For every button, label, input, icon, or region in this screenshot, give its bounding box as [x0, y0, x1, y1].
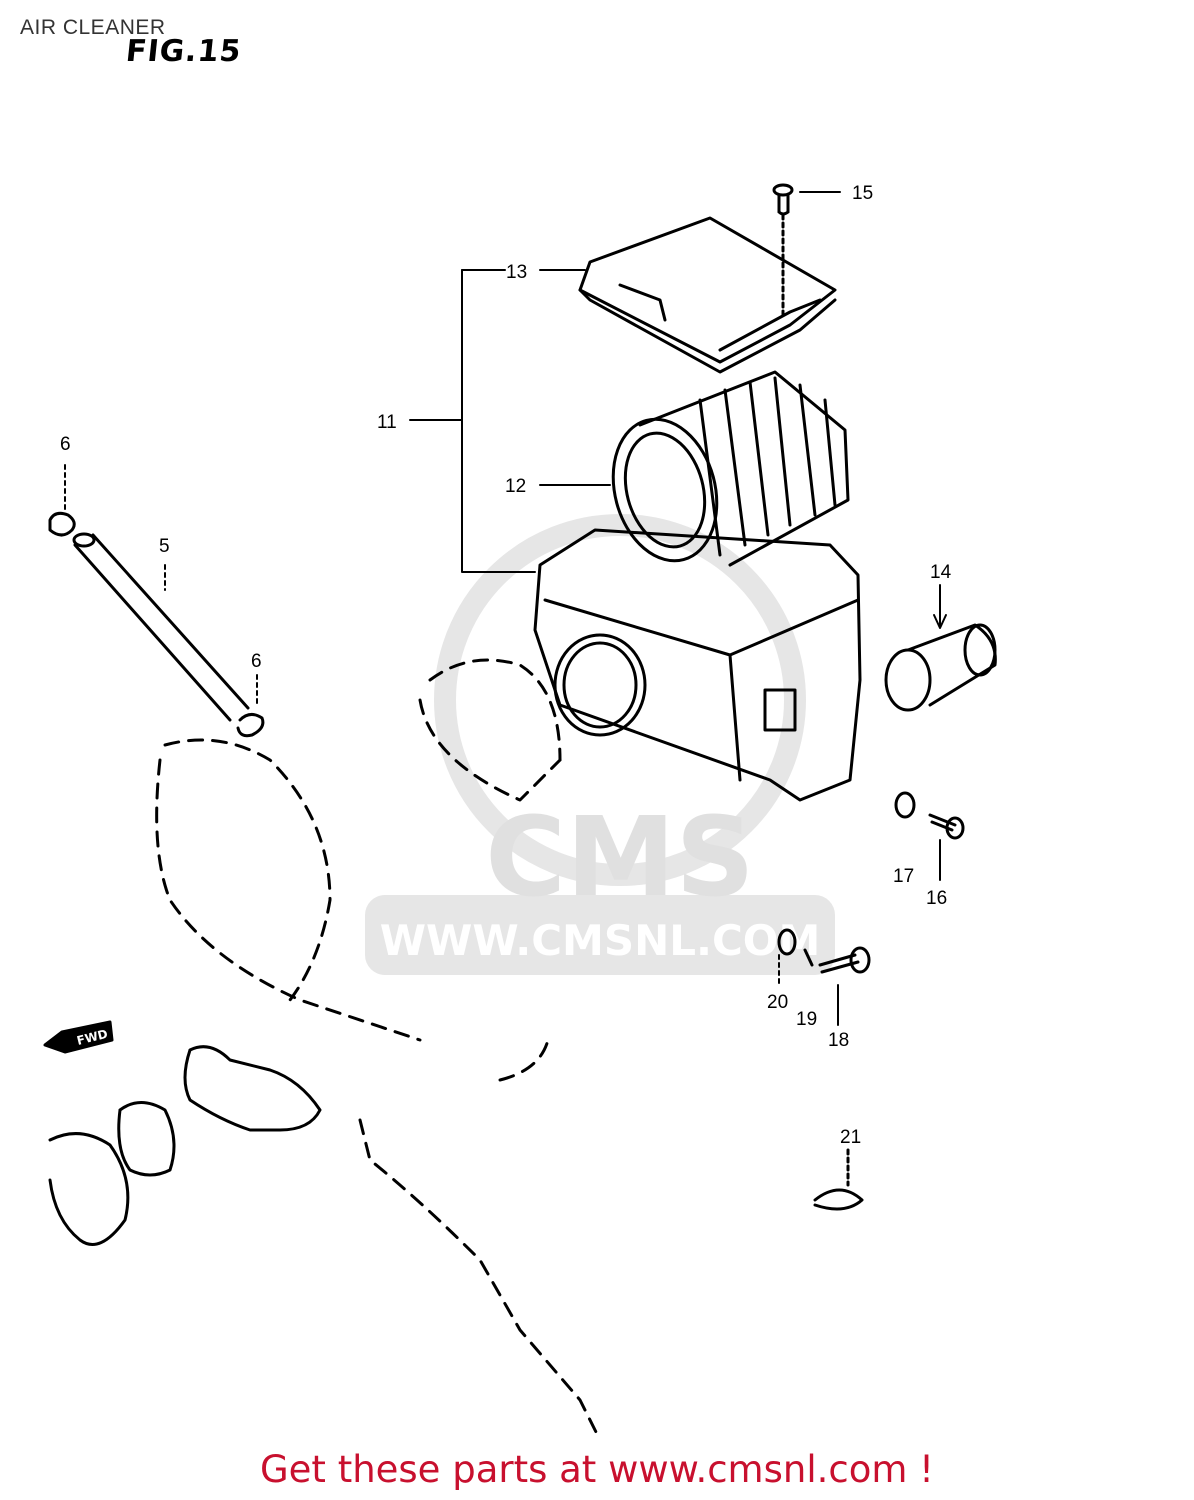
bolt-16	[928, 813, 965, 840]
page-title: AIR CLEANER	[20, 16, 166, 39]
air-cleaner-case	[533, 528, 862, 802]
callout-16: 16	[926, 888, 947, 909]
callout-6-upper: 6	[60, 434, 71, 455]
callout-15: 15	[852, 183, 873, 204]
callout-20: 20	[767, 992, 788, 1013]
bolt-18	[818, 946, 871, 974]
screw-15	[772, 183, 794, 216]
callout-12: 12	[505, 476, 526, 497]
filter-element	[611, 370, 850, 567]
air-cleaner-cover	[578, 213, 837, 374]
drain-hose	[72, 532, 250, 722]
callout-11: 11	[377, 412, 397, 433]
washer-19	[803, 948, 814, 967]
washer-17	[894, 791, 916, 819]
watermark-url-text: WWW.CMSNL.COM	[380, 916, 821, 965]
leader-lines	[64, 191, 947, 1026]
watermark-logo: CMS WWW.CMSNL.COM	[365, 514, 835, 975]
frame-outline	[155, 658, 602, 1442]
callout-18: 18	[828, 1030, 849, 1051]
footer-link[interactable]: Get these parts at www.cmsnl.com !	[259, 1448, 934, 1491]
callout-14: 14	[930, 562, 952, 583]
callout-6-lower: 6	[251, 651, 262, 672]
watermark-cms-text: CMS	[485, 793, 754, 921]
hose-clamp-lower	[236, 713, 265, 738]
callout-19: 19	[796, 1009, 817, 1030]
hose-clamp-upper	[48, 511, 76, 537]
forward-arrow	[43, 1020, 114, 1054]
connector-tubes	[48, 1045, 322, 1246]
callout-17: 17	[893, 866, 914, 887]
fitting-21	[813, 1148, 864, 1211]
intake-boot	[884, 623, 997, 712]
washer-20	[777, 928, 797, 956]
callout-labels: 15 13 11 12 6 5 6 14 17 16 20 19 18 21 F…	[60, 183, 952, 1148]
callout-13: 13	[506, 262, 527, 283]
callout-5: 5	[159, 536, 170, 557]
callout-21: 21	[840, 1127, 861, 1148]
